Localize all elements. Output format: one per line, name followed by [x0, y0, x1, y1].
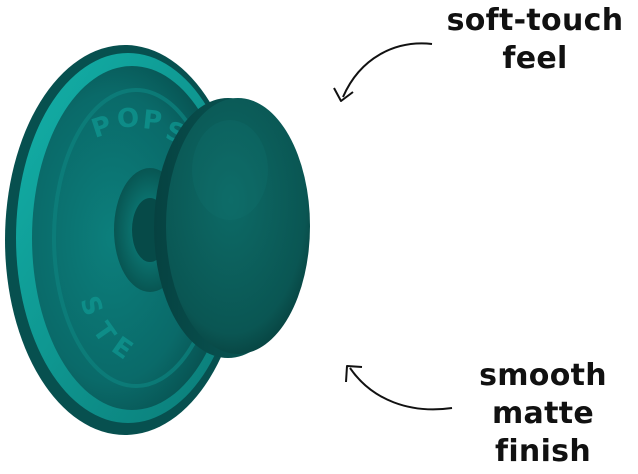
svg-text:P: P — [141, 105, 163, 137]
callout-bottom-line-3: finish — [495, 434, 591, 469]
arrow-top-head — [333, 87, 354, 102]
callout-matte-finish: smooth matte finish — [458, 357, 628, 471]
arrow-top-curve — [342, 42, 433, 98]
callout-bottom-line-1: smooth — [479, 358, 607, 393]
arrow-bottom-head — [345, 365, 363, 383]
cap-face — [166, 98, 310, 354]
callout-top-line-2: feel — [502, 41, 568, 76]
embossed-lettering: P O P S S T E — [73, 103, 189, 366]
callout-top-line-1: soft-touch — [446, 3, 624, 38]
callout-bottom-line-2: matte — [491, 396, 595, 431]
cap-highlight — [192, 120, 268, 220]
arrow-bottom-curve — [349, 367, 453, 411]
svg-text:O: O — [116, 103, 141, 135]
callout-soft-touch: soft-touch feel — [440, 2, 630, 78]
